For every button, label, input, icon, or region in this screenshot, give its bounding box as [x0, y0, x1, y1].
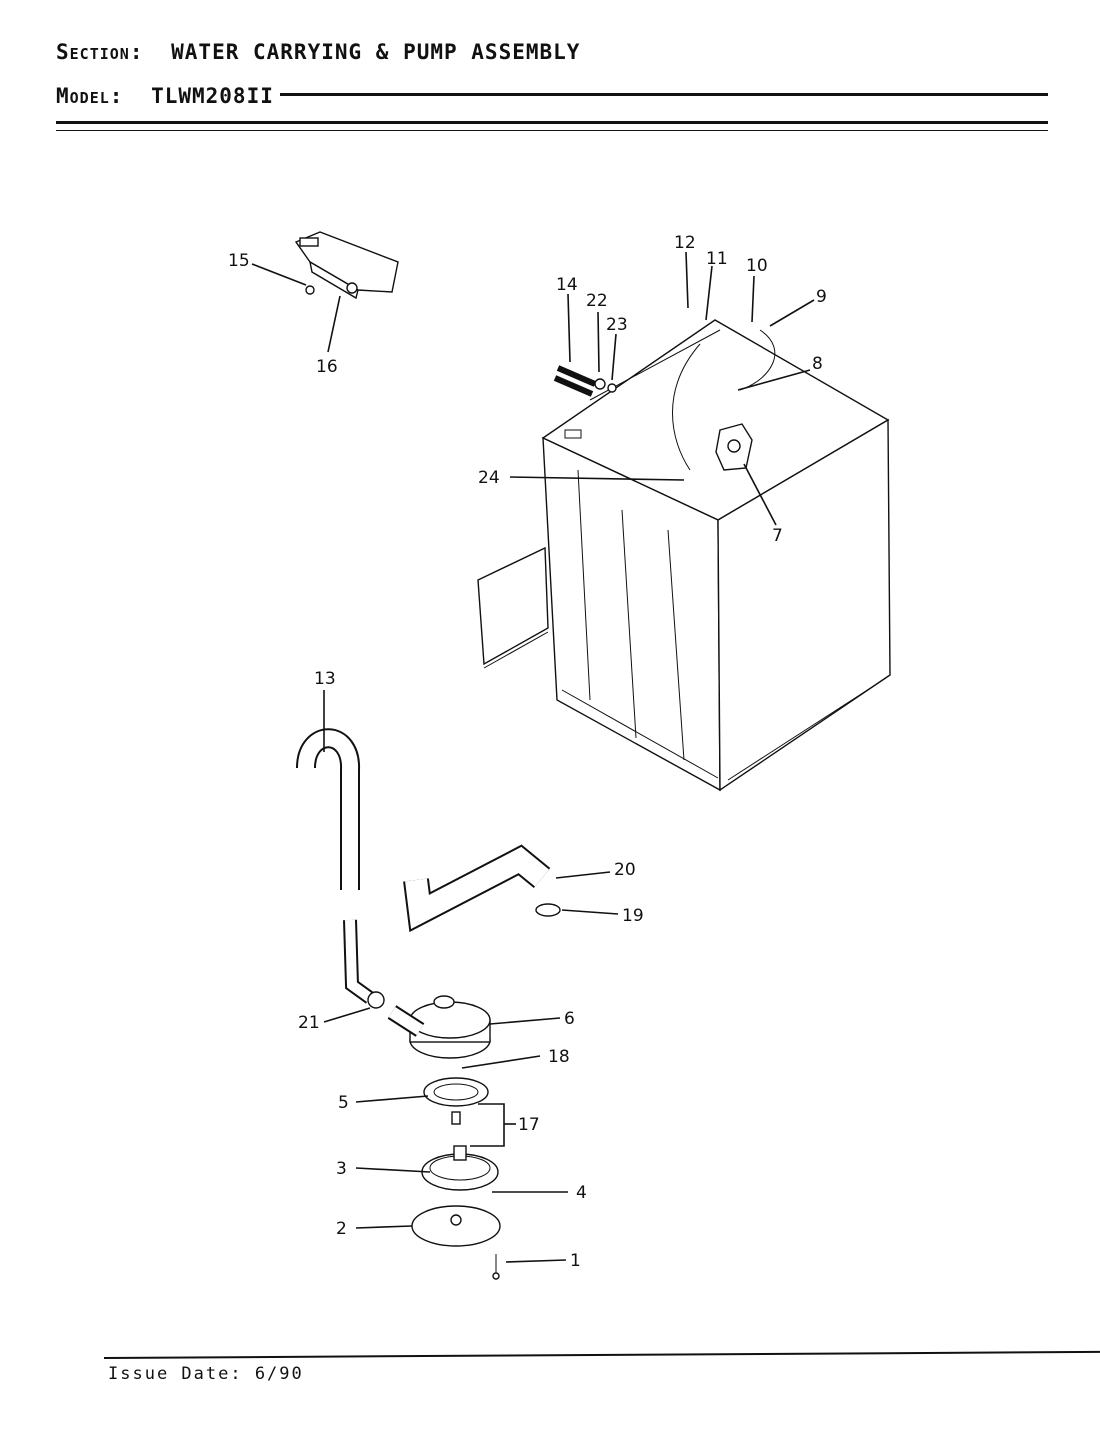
header-rule-bottom	[56, 130, 1048, 131]
callout-4: 4	[576, 1183, 587, 1203]
model-number: TLWM208II	[151, 84, 274, 108]
pump-base	[411, 1145, 501, 1280]
callout-16: 16	[316, 357, 338, 377]
callout-6: 6	[564, 1009, 575, 1029]
pump-body	[367, 991, 491, 1059]
callout-15: 15	[228, 251, 250, 271]
callout-12: 12	[674, 233, 696, 253]
callout-24: 24	[478, 468, 500, 488]
section-header: Section: WATER CARRYING & PUMP ASSEMBLY	[56, 40, 580, 64]
callout-7: 7	[772, 526, 783, 546]
callout-19: 19	[622, 906, 644, 926]
section-label: Section:	[56, 40, 144, 64]
callout-labels: 1 2 3 4 5 6 7 8 9 10 11 12 13 14 15 16 1…	[228, 233, 827, 1271]
callout-1: 1	[570, 1251, 581, 1271]
model-header: Model: TLWM208II	[56, 84, 274, 108]
callout-21: 21	[298, 1013, 320, 1033]
callout-20: 20	[614, 860, 636, 880]
callout-9: 9	[816, 287, 827, 307]
model-label: Model:	[56, 84, 124, 108]
callout-3: 3	[336, 1159, 347, 1179]
callout-13: 13	[314, 669, 336, 689]
callout-14: 14	[556, 275, 578, 295]
callout-2: 2	[336, 1219, 347, 1239]
callout-23: 23	[606, 315, 628, 335]
section-title: WATER CARRYING & PUMP ASSEMBLY	[171, 40, 581, 64]
callout-17: 17	[518, 1115, 540, 1135]
callout-5: 5	[338, 1093, 349, 1113]
mounting-bracket	[294, 231, 399, 300]
rear-panel	[477, 546, 549, 669]
drain-hose	[296, 728, 375, 1004]
callout-18: 18	[548, 1047, 570, 1067]
leader-lines	[251, 251, 815, 1263]
drive-gear	[423, 1077, 489, 1125]
issue-date: Issue Date: 6/90	[108, 1364, 304, 1384]
callout-8: 8	[812, 354, 823, 374]
header-rule-top	[280, 93, 1048, 96]
callout-10: 10	[746, 256, 768, 276]
pump-hose	[403, 844, 561, 933]
header-rule-mid	[56, 121, 1048, 124]
inlet-hoses	[553, 365, 617, 397]
callout-11: 11	[706, 249, 728, 269]
washer-cabinet	[541, 319, 891, 792]
callout-22: 22	[586, 291, 608, 311]
